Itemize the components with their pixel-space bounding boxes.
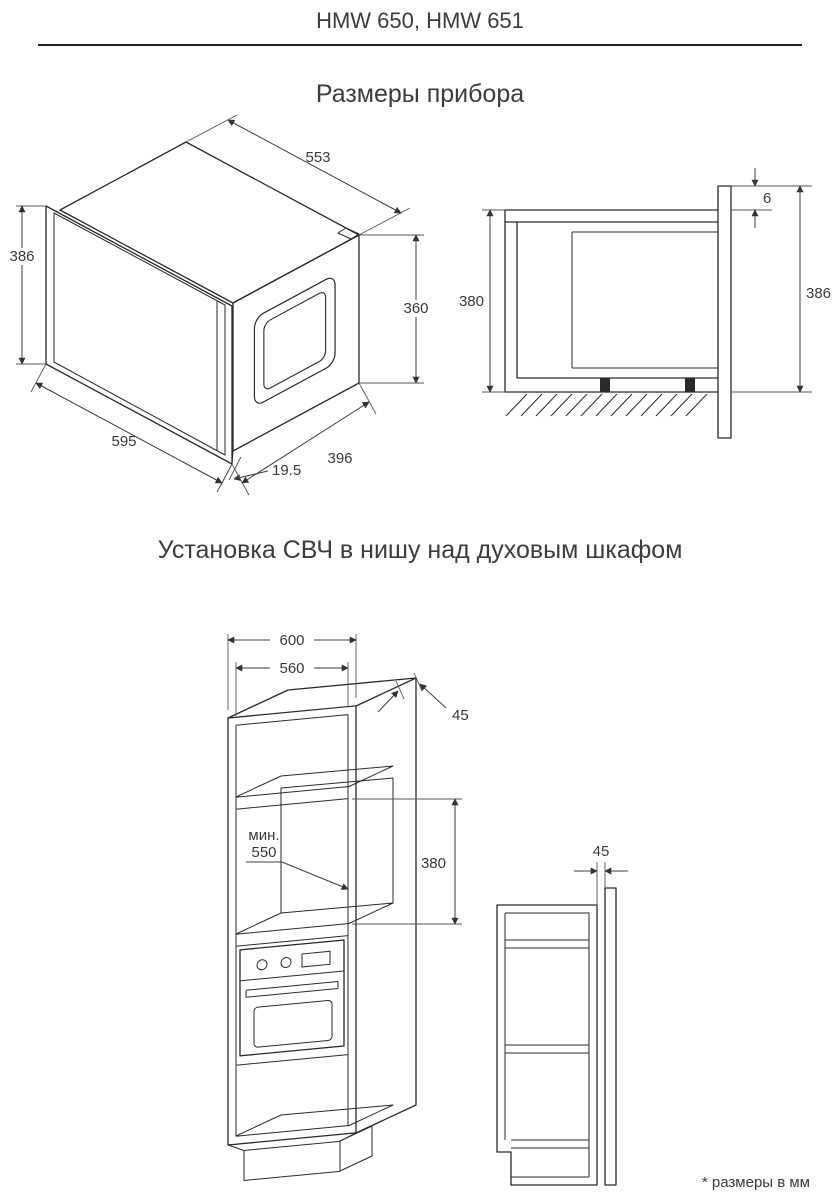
dim-front-height: 386 [6, 205, 46, 365]
dim-inner-width-label: 560 [279, 660, 304, 677]
cabinet-front-face [227, 705, 357, 1181]
dim-min-depth-value: 550 [251, 844, 276, 861]
section-dimensions-title: Размеры прибора [315, 80, 525, 108]
microwave-side-section [504, 185, 732, 439]
dim-front-width-label: 595 [111, 433, 136, 450]
dim-body-depth-label: 396 [327, 450, 352, 467]
dim-body-width: 553 [185, 114, 411, 236]
dim-min-depth: мин. 550 [246, 827, 349, 890]
section-installation-title: Установка СВЧ в нишу над духовым шкафом [157, 536, 683, 564]
microwave-iso-drawing [45, 141, 359, 464]
dim-body-depth: 396 [231, 382, 377, 496]
dim-top-overlap: 6 [731, 168, 812, 228]
dim-inner-width: 560 [235, 659, 349, 716]
dim-wall-gap-label: 45 [593, 843, 610, 860]
dim-front-width: 595 [30, 363, 233, 493]
dim-outer-width: 600 [227, 631, 357, 710]
dim-niche-height-cabinet: 380 [352, 798, 462, 925]
dim-frame-depth-label: 19.5 [272, 462, 301, 479]
dim-niche-height-cabinet-label: 380 [421, 855, 446, 872]
dim-wall-gap: 45 [574, 843, 628, 905]
oven-front [239, 939, 345, 1057]
dim-body-width-label: 553 [305, 149, 330, 166]
cabinet-depth-lines [227, 677, 417, 1172]
dim-outer-width-label: 600 [279, 632, 304, 649]
dim-rear-clearance: 45 [377, 672, 469, 724]
dim-top-overlap-label: 6 [763, 190, 771, 207]
cabinet-side-view [496, 887, 617, 1186]
dim-rear-clearance-label: 45 [452, 707, 469, 724]
dim-min-depth-prefix: мин. [248, 827, 279, 844]
page-title: HMW 650, HMW 651 [316, 8, 524, 33]
dim-body-height-label: 360 [403, 300, 428, 317]
side-window [254, 275, 335, 407]
dim-niche-height-side-label: 380 [459, 293, 484, 310]
dim-front-height-label: 386 [9, 248, 34, 265]
title-divider [38, 44, 802, 46]
dim-front-height-side-label: 386 [806, 285, 831, 302]
dim-niche-height-side: 380 [459, 209, 505, 393]
dim-body-height: 360 [359, 234, 434, 384]
units-footnote: * размеры в мм [701, 1174, 810, 1191]
dim-front-height-side: 386 [731, 185, 831, 393]
